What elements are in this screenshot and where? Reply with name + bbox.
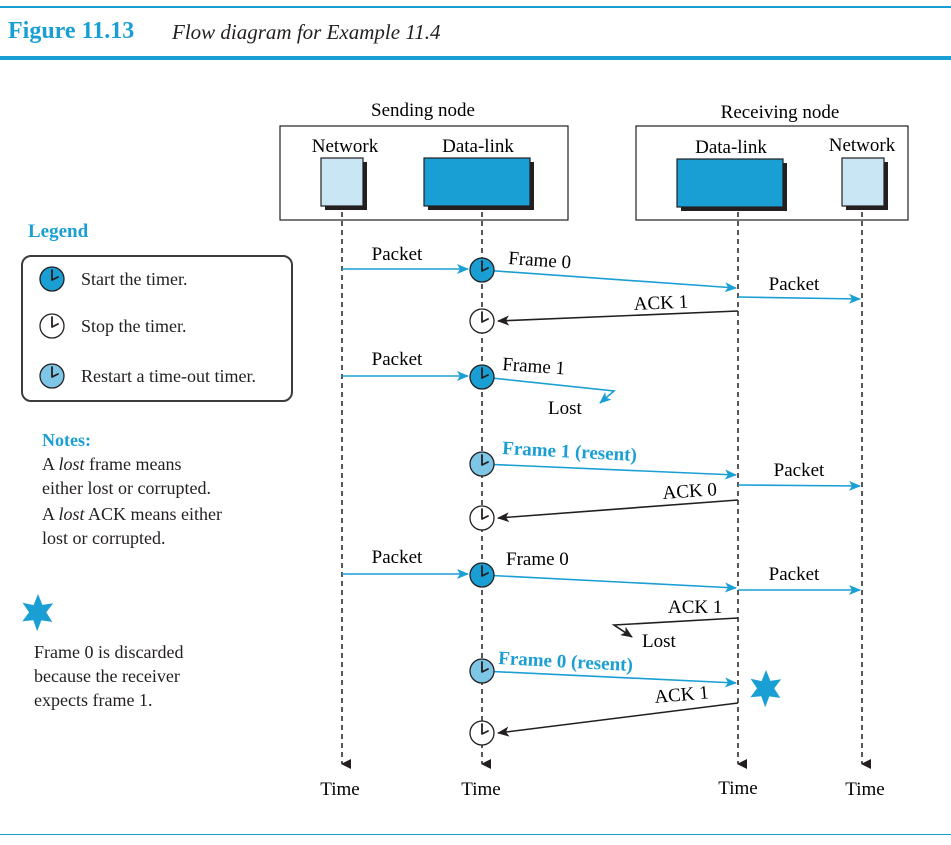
frame1-resent-label: Frame 1 (resent): [502, 438, 638, 466]
lost-label-frame: Lost: [548, 398, 583, 419]
ack1-label-c: ACK 1: [654, 682, 710, 708]
arrow-frame1-lost: [481, 376, 616, 404]
legend-item-restart: Restart a time-out timer.: [23, 361, 256, 391]
footer-rule: [0, 834, 951, 835]
arrow-packet-deliver-1: [737, 293, 861, 304]
legend-item-start: Start the timer.: [23, 264, 187, 294]
packet-deliver-label-1: Packet: [769, 274, 820, 295]
arrow-ack1-a: [497, 310, 739, 326]
timer-start-icon: [469, 257, 495, 283]
lost-label-ack: Lost: [642, 631, 677, 652]
legend-title: Legend: [28, 221, 89, 242]
frame0-resent-label: Frame 0 (resent): [498, 648, 634, 676]
timer-restart-icon: [469, 658, 495, 684]
sending-datalink-label: Data-link: [442, 136, 514, 157]
receiving-node-title: Receiving node: [721, 102, 840, 123]
legend-start-text: Start the timer.: [81, 268, 188, 289]
packet-label-3: Packet: [372, 547, 423, 568]
notes-line-1: A lost frame means: [42, 454, 182, 474]
header-bottom-rule: [0, 56, 951, 60]
notes-block: Notes: A lost frame means either lost or…: [42, 428, 282, 550]
legend-restart-text: Restart a time-out timer.: [81, 365, 256, 386]
receiving-datalink-block: [676, 158, 787, 211]
frame0-label-2: Frame 0: [506, 549, 569, 570]
figure-number: Figure 11.13: [8, 18, 135, 44]
packet-label-1: Packet: [372, 244, 423, 265]
time-label-receiver-network: Time: [845, 779, 884, 800]
frame1-label: Frame 1: [502, 354, 566, 379]
timer-stop-icon: [469, 505, 495, 531]
notes-line-3: A lost ACK means either: [42, 504, 223, 524]
arrow-frame0-2: [481, 574, 737, 593]
sending-network-block: [320, 157, 367, 210]
discard-note-line-1: Frame 0 is discarded: [34, 642, 184, 662]
header-top-rule: [0, 6, 951, 8]
ack1-label-a: ACK 1: [633, 292, 688, 315]
ack0-label: ACK 0: [662, 479, 718, 504]
timer-restart-icon: [469, 451, 495, 477]
timer-stop-icon: [35, 311, 69, 341]
arrow-ack0: [497, 499, 739, 523]
receiving-network-block: [841, 157, 888, 210]
notes-line-4: lost or corrupted.: [42, 528, 166, 548]
timer-start-icon: [35, 264, 69, 294]
notes-line-2: either lost or corrupted.: [42, 478, 211, 498]
arrow-ack1-lost: [611, 617, 739, 638]
arrow-frame0: [481, 269, 737, 293]
legend-stop-text: Stop the timer.: [81, 315, 187, 336]
timer-start-icon: [469, 562, 495, 588]
receiving-network-label: Network: [829, 135, 896, 156]
time-label-receiver-datalink: Time: [718, 778, 757, 799]
sending-datalink-block: [423, 157, 534, 210]
packet-deliver-label-2: Packet: [774, 460, 825, 481]
arrow-frame1-resent: [481, 463, 737, 480]
packet-label-2: Packet: [372, 349, 423, 370]
timer-stop-icon: [469, 308, 495, 334]
frame0-label: Frame 0: [508, 248, 572, 273]
figure-caption: Flow diagram for Example 11.4: [172, 20, 441, 44]
sending-node-title: Sending node: [371, 100, 475, 121]
timer-restart-icon: [35, 361, 69, 391]
ack1-label-b: ACK 1: [668, 597, 722, 618]
discard-note-line-3: expects frame 1.: [34, 690, 153, 710]
arrow-frame0-resent: [481, 670, 737, 688]
discard-note-star-icon: [22, 594, 54, 632]
legend-item-stop: Stop the timer.: [23, 311, 187, 341]
arrow-packet-deliver-2: [737, 480, 861, 491]
timer-stop-icon: [469, 720, 495, 746]
arrow-ack1-c: [497, 702, 739, 737]
discard-note: Frame 0 is discarded because the receive…: [34, 640, 274, 712]
packet-deliver-label-3: Packet: [769, 564, 820, 585]
discard-star-icon: [750, 670, 782, 708]
sending-network-label: Network: [312, 136, 379, 157]
legend-box: Start the timer. Stop the timer. Restart…: [21, 255, 293, 402]
discard-note-line-2: because the receiver: [34, 666, 180, 686]
notes-title: Notes:: [42, 430, 91, 450]
time-label-sender-datalink: Time: [461, 779, 500, 800]
receiving-datalink-label: Data-link: [695, 137, 767, 158]
time-label-sender-network: Time: [320, 779, 359, 800]
timer-start-icon: [469, 364, 495, 390]
